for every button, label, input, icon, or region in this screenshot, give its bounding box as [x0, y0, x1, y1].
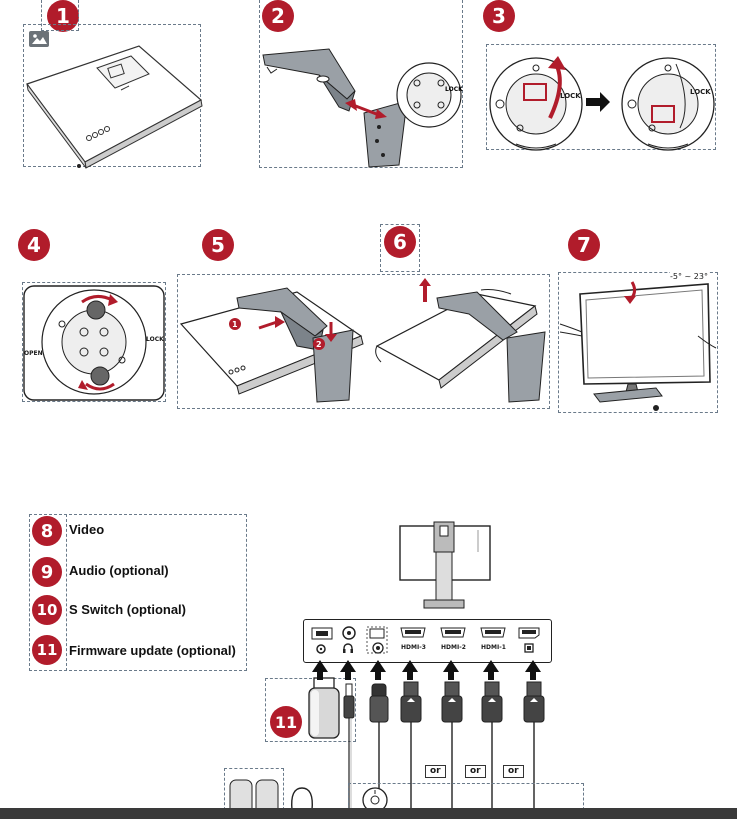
- usb-icon: [316, 644, 326, 654]
- legend-label-firmware: Firmware update (optional): [69, 643, 236, 658]
- monitor-front-illustration: [399, 521, 491, 609]
- legend-badge-video: 8: [32, 516, 62, 546]
- legend-badge-audio: 9: [32, 557, 62, 587]
- step-3-badge: 3: [483, 0, 515, 32]
- or-label-1: or: [425, 765, 446, 778]
- tilt-angle-label: -5° ~ 23°: [670, 272, 708, 281]
- step-4-frame: [22, 282, 166, 402]
- usb-stick-illustration: [308, 677, 340, 739]
- step-4-open-label: OPEN: [24, 350, 43, 357]
- unlock-dial-illustration: [23, 285, 165, 401]
- step-5-mark-2: 2: [316, 340, 322, 349]
- step-4-lock-label: LOCK: [146, 336, 164, 343]
- stand-illustration: LOCK: [262, 48, 463, 168]
- port-label-hdmi-3: HDMI-3: [401, 644, 426, 651]
- attach-stand-illustration: 1 2: [179, 278, 546, 403]
- step-2-badge: 2: [262, 0, 294, 32]
- image-icon: [29, 31, 49, 47]
- step-7-frame: [558, 272, 718, 413]
- monitor-back-illustration: [26, 45, 203, 169]
- legend-badge-s-switch: 10: [32, 595, 62, 625]
- step-3-lock-label-left: LOCK: [560, 92, 581, 100]
- port-label-hdmi-2: HDMI-2: [441, 644, 466, 651]
- step-6-badge-frame: [380, 224, 420, 272]
- tilt-monitor-illustration: [559, 281, 717, 411]
- callout-11-frame: [265, 678, 356, 742]
- cable-arrows: [312, 660, 545, 810]
- legend-label-s-switch: S Switch (optional): [69, 602, 186, 617]
- step-1-frame: [23, 24, 201, 167]
- step-5-6-frame: [177, 274, 550, 409]
- legend-label-audio: Audio (optional): [69, 563, 169, 578]
- step-6-badge: 6: [384, 226, 416, 258]
- step-3-lock-label-right: LOCK: [690, 88, 711, 96]
- legend-label-video: Video: [69, 522, 105, 537]
- step-2-frame: [259, 0, 463, 168]
- bottom-edge-bar: [0, 808, 737, 819]
- step-3-frame: [486, 44, 716, 150]
- headphone-icon: [343, 643, 353, 653]
- or-label-3: or: [503, 765, 524, 778]
- legend-badge-firmware: 11: [32, 635, 62, 665]
- step-1-badge: 1: [47, 0, 79, 32]
- callout-11-badge: 11: [270, 706, 302, 738]
- step-1-badge-frame: [41, 0, 79, 31]
- port-label-hdmi-1: HDMI-1: [481, 644, 506, 651]
- step-5-mark-1: 1: [232, 320, 238, 329]
- port-panel: [311, 626, 540, 654]
- step-7-badge: 7: [568, 229, 600, 261]
- svg-text:LOCK: LOCK: [445, 86, 463, 93]
- or-label-2: or: [465, 765, 486, 778]
- step-5-badge: 5: [202, 229, 234, 261]
- s-switch-icon: [372, 642, 384, 654]
- displayport-icon: [524, 643, 534, 653]
- lock-dial-illustration: [489, 56, 715, 151]
- legend-badge-frame: [29, 514, 67, 671]
- step-4-badge: 4: [18, 229, 50, 261]
- port-panel-frame: [303, 619, 552, 663]
